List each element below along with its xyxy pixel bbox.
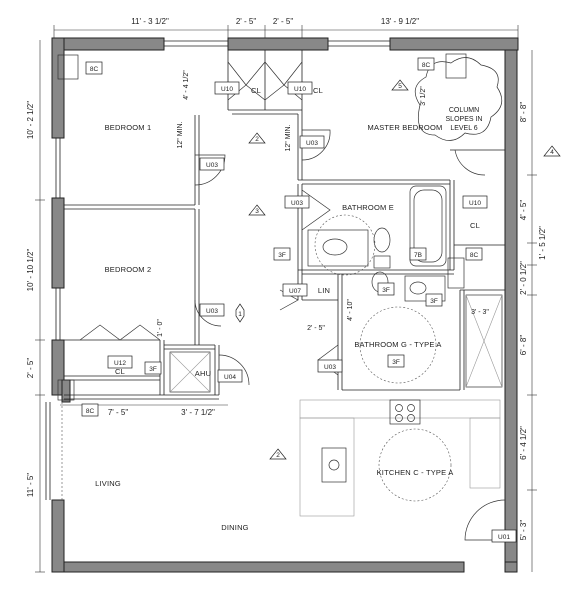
sink-e [322, 238, 348, 256]
toilet-tank-e [373, 255, 391, 269]
exterior-walls [45, 37, 519, 573]
vanity-e [307, 229, 369, 267]
sink-g [409, 281, 427, 295]
left-dim-1: 10' - 2 1/2" [26, 101, 35, 139]
room-label-linen: LIN [318, 286, 330, 295]
tag-u04: U04 [224, 374, 236, 381]
right-dim-7: 5' - 3" [519, 520, 528, 541]
room-label-bedroom-2: BEDROOM 2 [105, 265, 152, 274]
tag-u03-b: U03 [306, 140, 318, 147]
marker-3: 3 [255, 208, 259, 215]
column-note-line-1: COLUMN [449, 107, 479, 114]
top-dim-4: 13' - 9 1/2" [381, 17, 419, 26]
dim-closet-shelf: 1' - 0" [157, 319, 164, 337]
kitchen-counter-left [299, 417, 355, 517]
tag-u01: U01 [498, 534, 510, 541]
room-label-kitchen: KITCHEN C - TYPE A [377, 468, 454, 477]
room-label-bathroom-e: BATHROOM E [342, 203, 394, 212]
bathtub [409, 185, 447, 267]
dim-closet-width: 3' - 3" [471, 309, 489, 316]
tag-8c-d: 8C [86, 408, 95, 415]
tag-7b: 7B [414, 252, 422, 259]
kitchen-sink [321, 447, 347, 483]
tag-3f-a: 3F [278, 252, 286, 259]
tag-3f-b: 3F [382, 287, 390, 294]
interior-walls [61, 50, 505, 500]
ahu-unit [169, 351, 211, 393]
turning-circle-e [314, 214, 376, 276]
room-label-closet-b: CL [313, 86, 323, 95]
dimension-lines [35, 25, 537, 573]
room-label-living: LIVING [95, 479, 121, 488]
right-dim-2: 4' - 5" [519, 200, 528, 221]
turning-circle-g [359, 306, 437, 384]
tag-u03-d: U03 [206, 308, 218, 315]
dim-min-b: 12" MIN. [285, 124, 292, 151]
room-label-dining: DINING [221, 523, 248, 532]
dim-bath-depth: 4' - 10" [347, 299, 354, 321]
fixtures [57, 53, 503, 517]
doors [79, 61, 506, 541]
marker-2-b: 2 [276, 452, 280, 459]
top-dim-3: 2' - 5" [273, 17, 294, 26]
turning-circle-k [378, 428, 452, 502]
column-note-line-2: SLOPES IN [446, 116, 483, 123]
room-label-closet-d: CL [115, 367, 125, 376]
tag-8c-a: 8C [90, 66, 99, 73]
column-bed1 [57, 54, 79, 80]
right-dim-5: 6' - 8" [519, 335, 528, 356]
tag-u10-c: U10 [469, 200, 481, 207]
tags: U10 U10 U10 U03 U03 U03 U03 U03 U07 U12 … [81, 57, 517, 543]
right-dim-3: 1' - 5 1/2" [538, 226, 547, 260]
tag-3f-d: 3F [392, 359, 400, 366]
refrigerator [469, 417, 501, 489]
column-top [445, 53, 467, 79]
room-label-master-bedroom: MASTER BEDROOM [368, 123, 443, 132]
dim-min-a: 12" MIN. [177, 121, 184, 148]
marker-5: 5 [398, 83, 402, 90]
tag-u03-e: U03 [324, 364, 336, 371]
top-dim-2: 2' - 5" [236, 17, 257, 26]
room-label-ahu: AHU [195, 369, 211, 378]
top-dim-1: 11' - 3 1/2" [131, 17, 169, 26]
dim-linen-width: 2' - 5" [307, 325, 325, 332]
tag-u03-c: U03 [291, 200, 303, 207]
right-dim-1: 8' - 8" [519, 102, 528, 123]
dim-bedroom-2-width: 7' - 5" [108, 408, 129, 417]
room-label-closet-c: CL [470, 221, 480, 230]
dim-ahu-width: 3' - 7 1/2" [181, 408, 215, 417]
right-dim-4: 2' - 0 1/2" [519, 261, 528, 295]
dim-column-slope: 3' 1/2" [420, 86, 427, 106]
vanity-g [404, 275, 446, 302]
tag-u10-b: U10 [294, 86, 306, 93]
marker-1: 1 [238, 311, 242, 318]
tag-u03-a: U03 [206, 162, 218, 169]
tag-u10-a: U10 [221, 86, 233, 93]
marker-4: 4 [550, 149, 554, 156]
room-label-bathroom-g: BATHROOM G - TYPE A [354, 340, 441, 349]
right-dim-6: 6' - 4 1/2" [519, 426, 528, 460]
tag-8c-b: 8C [422, 62, 431, 69]
shower [465, 294, 503, 388]
column-note-line-3: LEVEL 6 [450, 125, 477, 132]
left-dim-4: 11' - 5" [26, 473, 35, 497]
column-mid [447, 257, 465, 289]
dim-closet-depth: 4' - 4 1/2" [183, 70, 190, 100]
room-label-bedroom-1: BEDROOM 1 [105, 123, 152, 132]
left-dim-2: 10' - 10 1/2" [26, 249, 35, 292]
tag-u07: U07 [289, 288, 301, 295]
marker-2-a: 2 [255, 136, 259, 143]
column-left [57, 379, 75, 401]
tag-3f-e: 3F [149, 366, 157, 373]
range [389, 399, 421, 425]
toilet-e [373, 227, 391, 253]
left-dim-3: 2' - 5" [26, 358, 35, 379]
room-label-closet-a: CL [251, 86, 261, 95]
tag-u12: U12 [114, 360, 126, 367]
markers: 2 2 3 4 5 1 [235, 79, 561, 460]
tag-8c-c: 8C [470, 252, 479, 259]
tag-3f-c: 3F [430, 298, 438, 305]
upper-cabinets [299, 399, 501, 419]
